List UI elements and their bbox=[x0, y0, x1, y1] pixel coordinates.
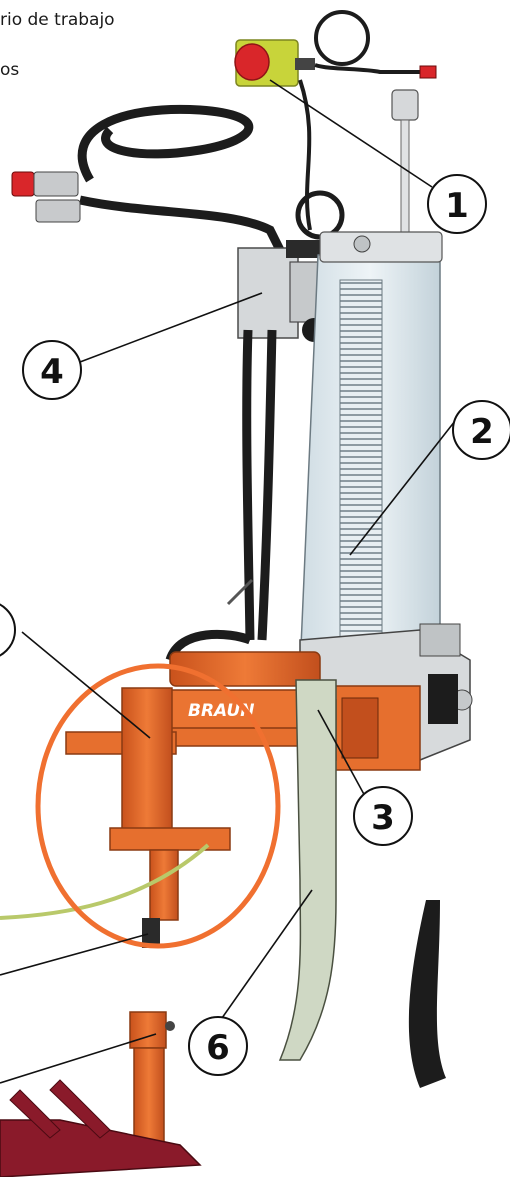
quick-couplers bbox=[11, 171, 81, 223]
lever-handle bbox=[226, 578, 254, 606]
callout-1: 1 bbox=[427, 174, 487, 234]
highlight-ring bbox=[35, 663, 281, 949]
spring-cylinder bbox=[299, 231, 443, 671]
callout-2: 2 bbox=[452, 400, 510, 460]
coiled-cable bbox=[298, 10, 437, 231]
callout-label-2: 2 bbox=[470, 412, 494, 452]
callout-3: 3 bbox=[353, 786, 413, 846]
ground-cable bbox=[0, 843, 210, 920]
callout-label-3: 3 bbox=[371, 798, 395, 838]
caption-line-2: os bbox=[0, 60, 20, 80]
callout-partial-left bbox=[0, 603, 16, 657]
caption-line-1: rio de trabajo bbox=[0, 10, 115, 30]
top-rod bbox=[391, 89, 419, 241]
callout-label-4: 4 bbox=[40, 352, 64, 392]
emergency-stop-switch bbox=[234, 39, 315, 87]
hydraulic-hoses bbox=[165, 329, 277, 662]
hydraulic-hose-coil bbox=[77, 104, 345, 253]
callout-leaders bbox=[0, 79, 456, 1084]
maroon-frame bbox=[0, 1079, 202, 1177]
callout-label-6: 6 bbox=[206, 1028, 230, 1068]
brand-label: BRAUN bbox=[188, 701, 254, 721]
cultivator-tine bbox=[278, 679, 446, 1088]
callout-4: 4 bbox=[22, 340, 82, 400]
callout-6: 6 bbox=[188, 1016, 248, 1076]
callout-label-1: 1 bbox=[445, 186, 469, 226]
